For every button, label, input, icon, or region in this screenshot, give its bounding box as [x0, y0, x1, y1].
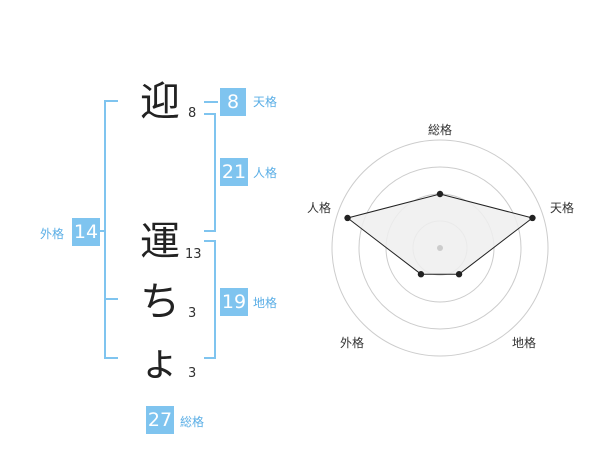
radar-point-4 — [344, 214, 351, 222]
name-char-1: 迎 — [140, 79, 180, 125]
gaikaku-bracket-vertical — [104, 100, 106, 359]
stroke-count-1: 8 — [188, 106, 197, 121]
soukaku-badge: 27 — [146, 406, 174, 434]
gaikaku-bracket-bottom — [104, 357, 118, 359]
gaikaku-bracket-top — [104, 100, 118, 102]
radar-axis-label-gaikaku: 外格 — [340, 336, 365, 350]
radar-grid-ring — [331, 139, 549, 357]
chikaku-bracket-bottom — [204, 357, 216, 359]
tenkaku-label: 天格 — [253, 95, 278, 109]
radar-axis-label-tenkaku: 天格 — [550, 201, 575, 215]
jinkaku-bracket-bottom — [204, 230, 216, 232]
chikaku-label: 地格 — [253, 296, 278, 310]
radar-grid-ring — [358, 166, 522, 330]
name-char-3: ち — [140, 279, 180, 325]
jinkaku-label: 人格 — [253, 166, 278, 180]
chikaku-badge: 19 — [220, 288, 248, 316]
tenkaku-badge: 8 — [220, 88, 246, 116]
tenkaku-connector — [204, 101, 218, 103]
name-char-4: ょ — [140, 339, 180, 385]
radar-center-dot — [437, 245, 443, 251]
chikaku-bracket-top — [204, 240, 216, 242]
chikaku-bracket-vertical — [214, 240, 216, 359]
jinkaku-badge: 21 — [220, 158, 248, 186]
radar-point-2 — [455, 271, 463, 278]
gaikaku-bracket-middle — [104, 298, 118, 300]
stroke-count-2: 13 — [185, 247, 202, 262]
radar-polygon — [346, 193, 534, 275]
jinkaku-bracket-vertical — [214, 113, 216, 232]
gaikaku-connector — [98, 230, 106, 232]
radar-axis-label-jinkaku: 人格 — [307, 201, 332, 215]
radar-axis-label-soukaku: 総格 — [428, 123, 453, 137]
gaikaku-badge: 14 — [72, 218, 100, 246]
name-char-2: 運 — [140, 219, 180, 265]
jinkaku-bracket-top — [204, 113, 216, 115]
stroke-count-4: 3 — [188, 366, 197, 381]
gaikaku-label: 外格 — [40, 227, 65, 241]
radar-point-0 — [436, 190, 444, 198]
radar-point-1 — [529, 214, 536, 222]
stroke-count-3: 3 — [188, 306, 197, 321]
radar-point-3 — [417, 271, 425, 278]
soukaku-label: 総格 — [180, 415, 205, 429]
radar-axis-label-chikaku: 地格 — [512, 336, 537, 350]
